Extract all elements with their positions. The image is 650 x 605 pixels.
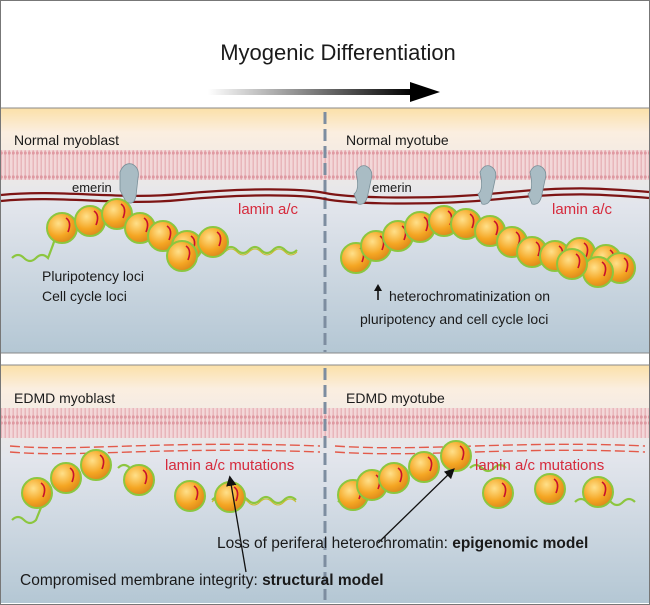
methyl-mark (423, 216, 429, 232)
methyl-mark (142, 469, 148, 485)
up-arrow-icon (374, 284, 382, 300)
emerin-label-myoblast: emerin (72, 180, 112, 195)
nucleosome (50, 462, 82, 494)
nucleosome (440, 440, 472, 472)
nucleosome (556, 248, 588, 280)
nucleosome (197, 226, 229, 258)
methyl-mark (65, 217, 71, 233)
methyl-mark (501, 482, 507, 498)
methyl-mark (120, 203, 126, 219)
nucleosomes (21, 198, 636, 513)
methyl-mark (459, 445, 465, 461)
methyl-mark (216, 231, 222, 247)
nucleosome (408, 451, 440, 483)
differentiation-arrow (208, 82, 440, 102)
emerin-label-myotube: emerin (372, 180, 412, 195)
nucleosome (46, 212, 78, 244)
structural-pointer-arrow (226, 475, 247, 573)
epigenomic-caption: Loss of periferal heterochromatin: epige… (217, 535, 588, 552)
panel-title-normal-myotube: Normal myotube (346, 132, 449, 148)
panel-title-edmd-myoblast: EDMD myoblast (14, 390, 115, 406)
methyl-mark (575, 253, 581, 269)
lamin-mutations-label-myotube: lamin a/c mutations (475, 457, 604, 474)
epigenomic-pointer-arrow (377, 468, 455, 544)
epigenomic-caption-prefix: Loss of periferal heterochromatin: (217, 535, 452, 552)
methyl-mark (166, 225, 172, 241)
methyl-mark (535, 241, 541, 257)
header-title: Myogenic Differentiation (220, 40, 456, 65)
nucleosome (166, 240, 198, 272)
pluripotency-loci-label: Pluripotency loci (42, 268, 144, 284)
methyl-mark (93, 210, 99, 226)
methyl-mark (40, 482, 46, 498)
nucleosome (123, 464, 155, 496)
lamin-mutations-label-myoblast: lamin a/c mutations (165, 457, 294, 474)
structural-caption: Compromised membrane integrity: structur… (20, 572, 384, 589)
emerin-protein (119, 163, 547, 205)
methyl-mark (469, 213, 475, 229)
panel-title-edmd-myotube: EDMD myotube (346, 390, 445, 406)
nucleosome (534, 473, 566, 505)
methyl-mark (623, 257, 629, 273)
methyl-mark (427, 456, 433, 472)
nucleosome (21, 477, 53, 509)
heterochromatinization-note-line2: pluripotency and cell cycle loci (360, 311, 548, 327)
lamin-label-myoblast: lamin a/c (238, 201, 299, 218)
methyl-mark (553, 478, 559, 494)
nucleosome (174, 480, 206, 512)
nucleosome (378, 462, 410, 494)
cell-cycle-loci-label: Cell cycle loci (42, 288, 127, 304)
nucleosome (582, 476, 614, 508)
methyl-mark (143, 217, 149, 233)
panel-title-normal-myoblast: Normal myoblast (14, 132, 119, 148)
methyl-mark (99, 454, 105, 470)
nucleosome (74, 205, 106, 237)
structural-model-label: structural model (262, 572, 383, 589)
structural-caption-prefix: Compromised membrane integrity: (20, 572, 262, 589)
methyl-mark (185, 245, 191, 261)
methyl-mark (601, 261, 607, 277)
differentiation-arrow-head (410, 82, 440, 102)
methyl-mark (69, 467, 75, 483)
header: Myogenic Differentiation (208, 40, 456, 102)
heterochromatinization-note-line1: heterochromatinization on (389, 288, 550, 304)
methyl-mark (397, 467, 403, 483)
nucleosome (482, 477, 514, 509)
nucleosome (214, 481, 246, 513)
methyl-mark (583, 242, 589, 258)
methyl-mark (233, 486, 239, 502)
epigenomic-model-label: epigenomic model (452, 535, 588, 552)
methyl-mark (193, 485, 199, 501)
nucleosome (80, 449, 112, 481)
methyl-mark (601, 481, 607, 497)
methyl-mark (493, 220, 499, 236)
lamin-label-myotube: lamin a/c (552, 201, 613, 218)
lamin-layer-mutant (9, 443, 646, 455)
nucleosome (101, 198, 133, 230)
